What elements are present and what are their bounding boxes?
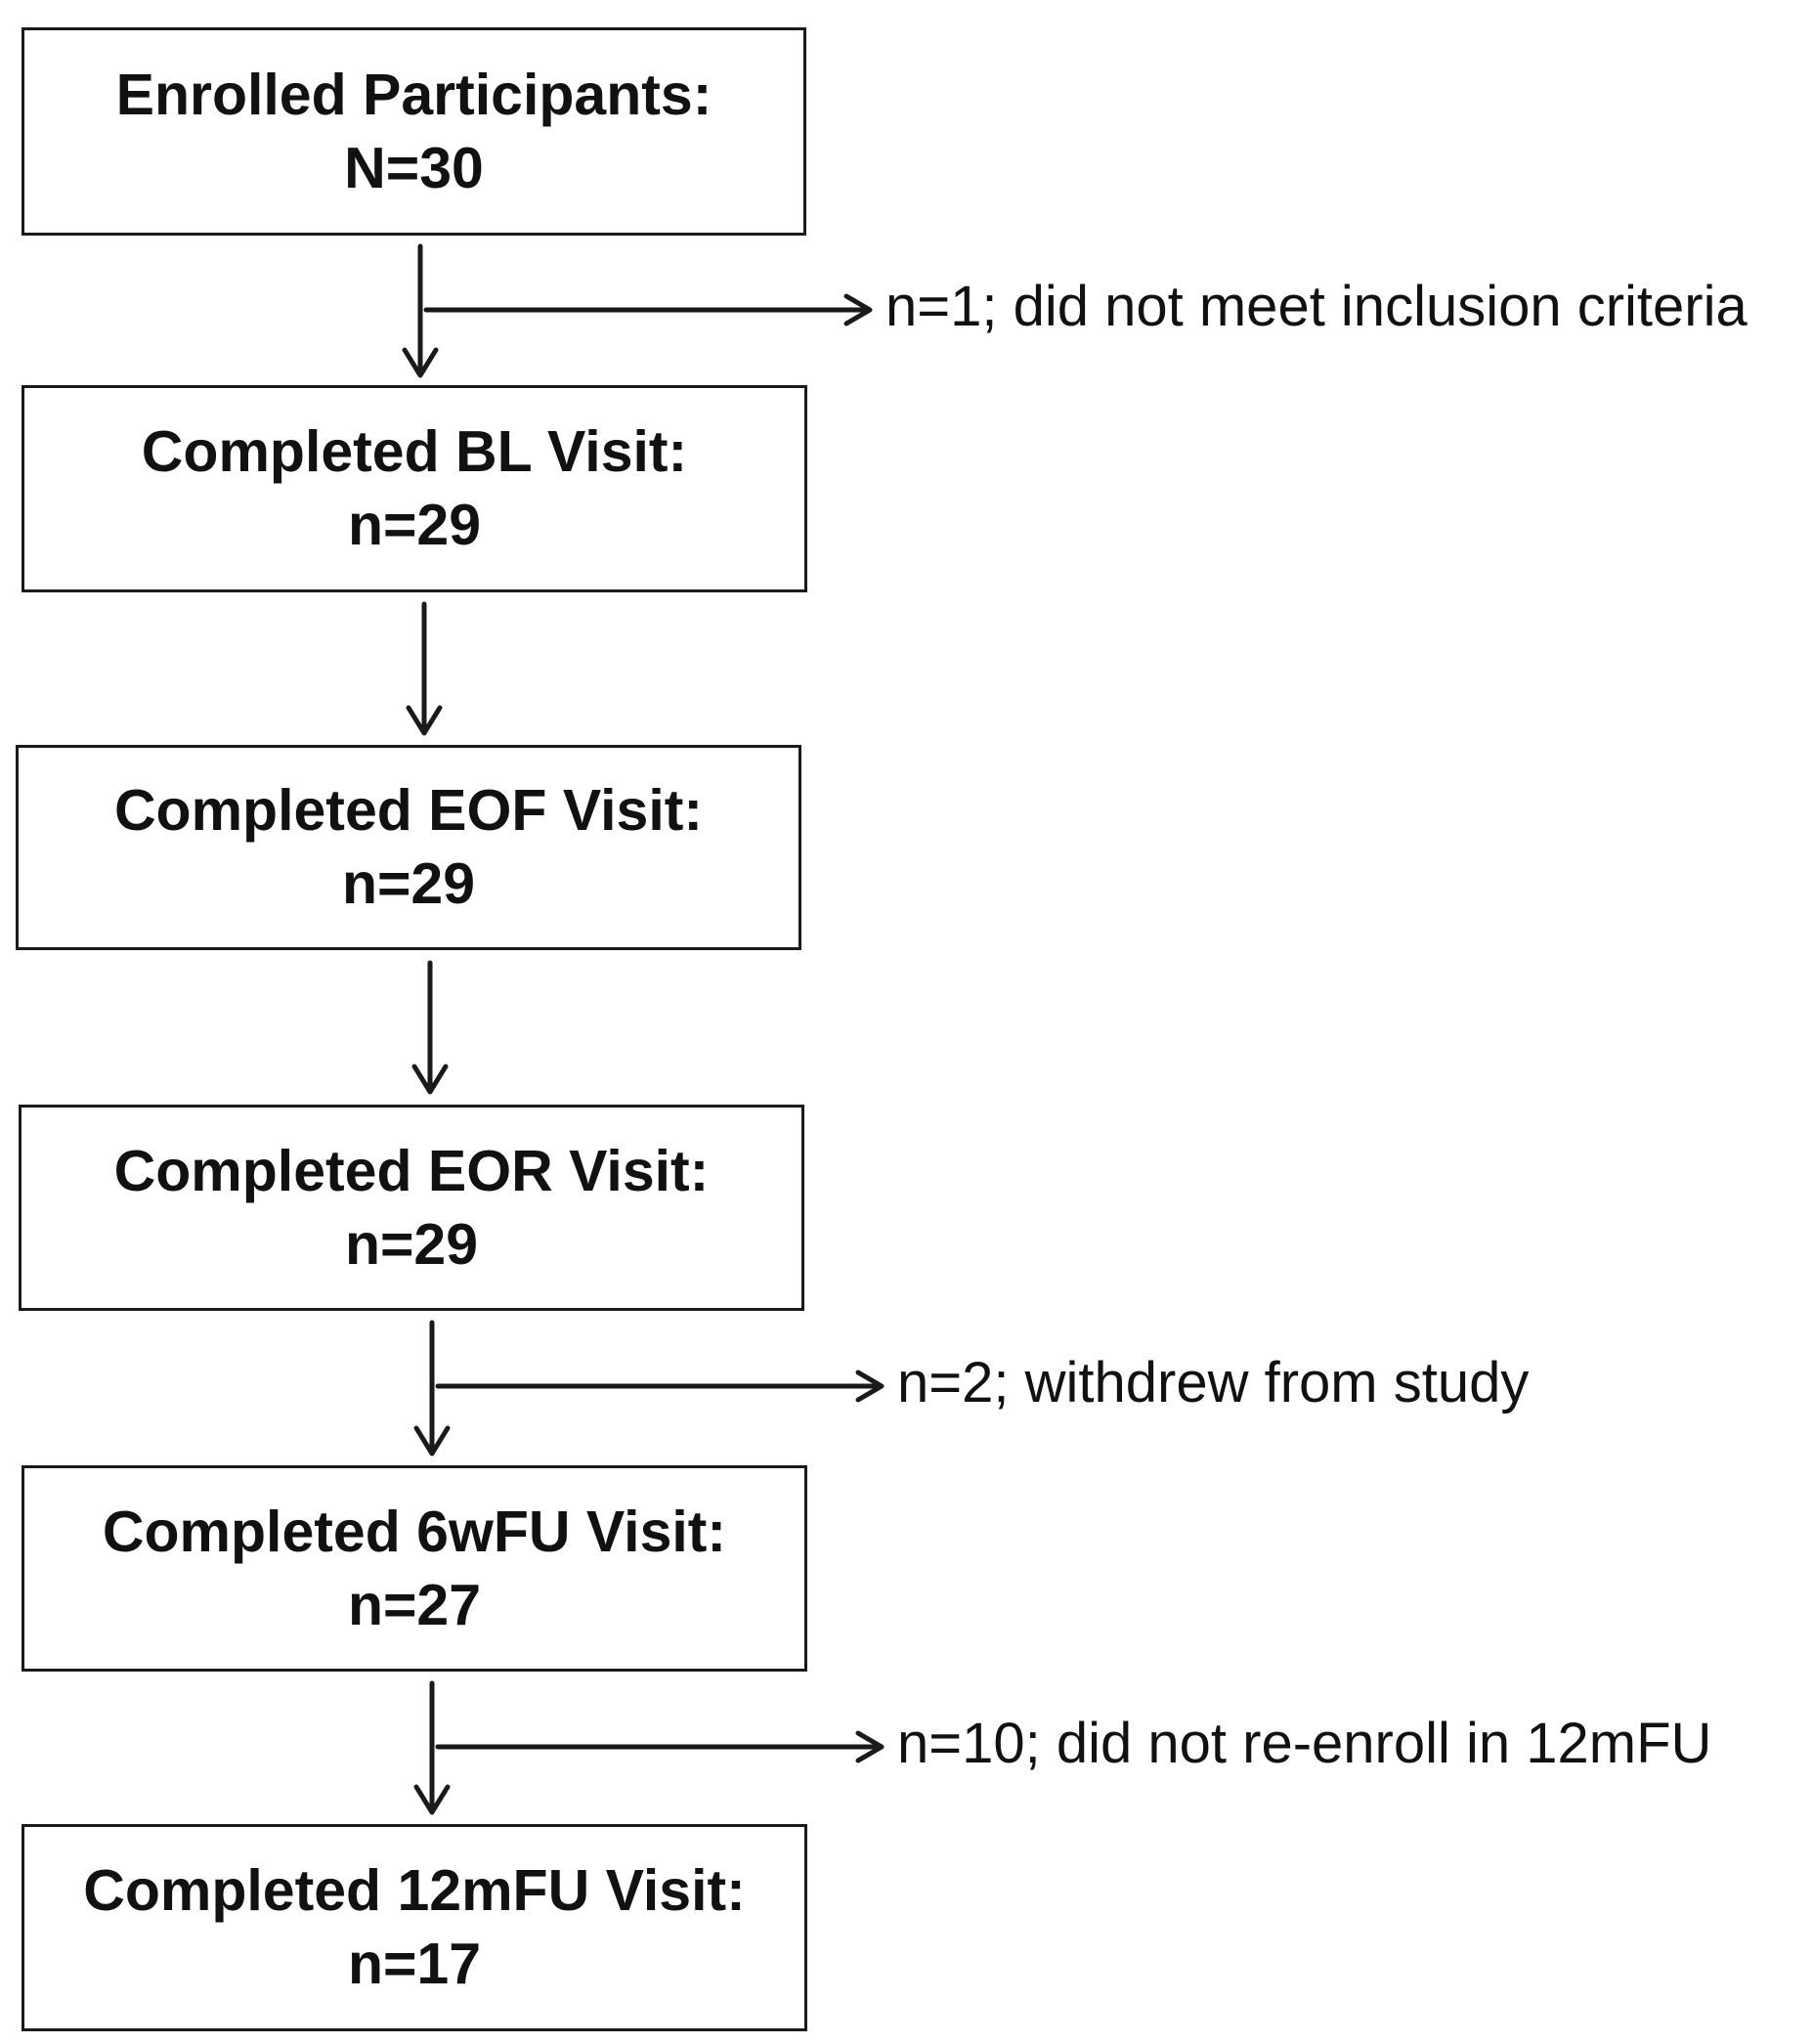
box-12mfu-visit: Completed 12mFU Visit: n=17	[22, 1824, 807, 2031]
box-12mfu-visit-count: n=17	[347, 1932, 482, 1996]
box-eof-visit-label: Completed EOF Visit:	[113, 778, 704, 843]
box-eof-visit-count: n=29	[341, 851, 476, 916]
box-bl-visit: Completed BL Visit: n=29	[22, 385, 807, 592]
box-eor-visit-count: n=29	[344, 1211, 479, 1277]
box-bl-visit-label: Completed BL Visit:	[141, 419, 688, 484]
box-enrolled: Enrolled Participants: N=30	[22, 27, 806, 236]
exclusion-note-3: n=10; did not re-enroll in 12mFU	[897, 1712, 1712, 1775]
box-eor-visit-label: Completed EOR Visit:	[113, 1138, 710, 1203]
box-eor-visit: Completed EOR Visit: n=29	[19, 1105, 804, 1311]
box-enrolled-count: N=30	[344, 135, 484, 200]
exclusion-note-1: n=1; did not meet inclusion criteria	[885, 275, 1748, 338]
box-bl-visit-count: n=29	[347, 493, 482, 557]
box-enrolled-label: Enrolled Participants:	[115, 62, 712, 127]
box-6wfu-visit-label: Completed 6wFU Visit:	[102, 1499, 727, 1564]
box-eof-visit: Completed EOF Visit: n=29	[16, 745, 801, 950]
exclusion-note-2: n=2; withdrew from study	[897, 1351, 1530, 1414]
box-6wfu-visit-count: n=27	[347, 1572, 482, 1637]
box-6wfu-visit: Completed 6wFU Visit: n=27	[22, 1465, 807, 1672]
box-12mfu-visit-label: Completed 12mFU Visit:	[83, 1858, 746, 1923]
